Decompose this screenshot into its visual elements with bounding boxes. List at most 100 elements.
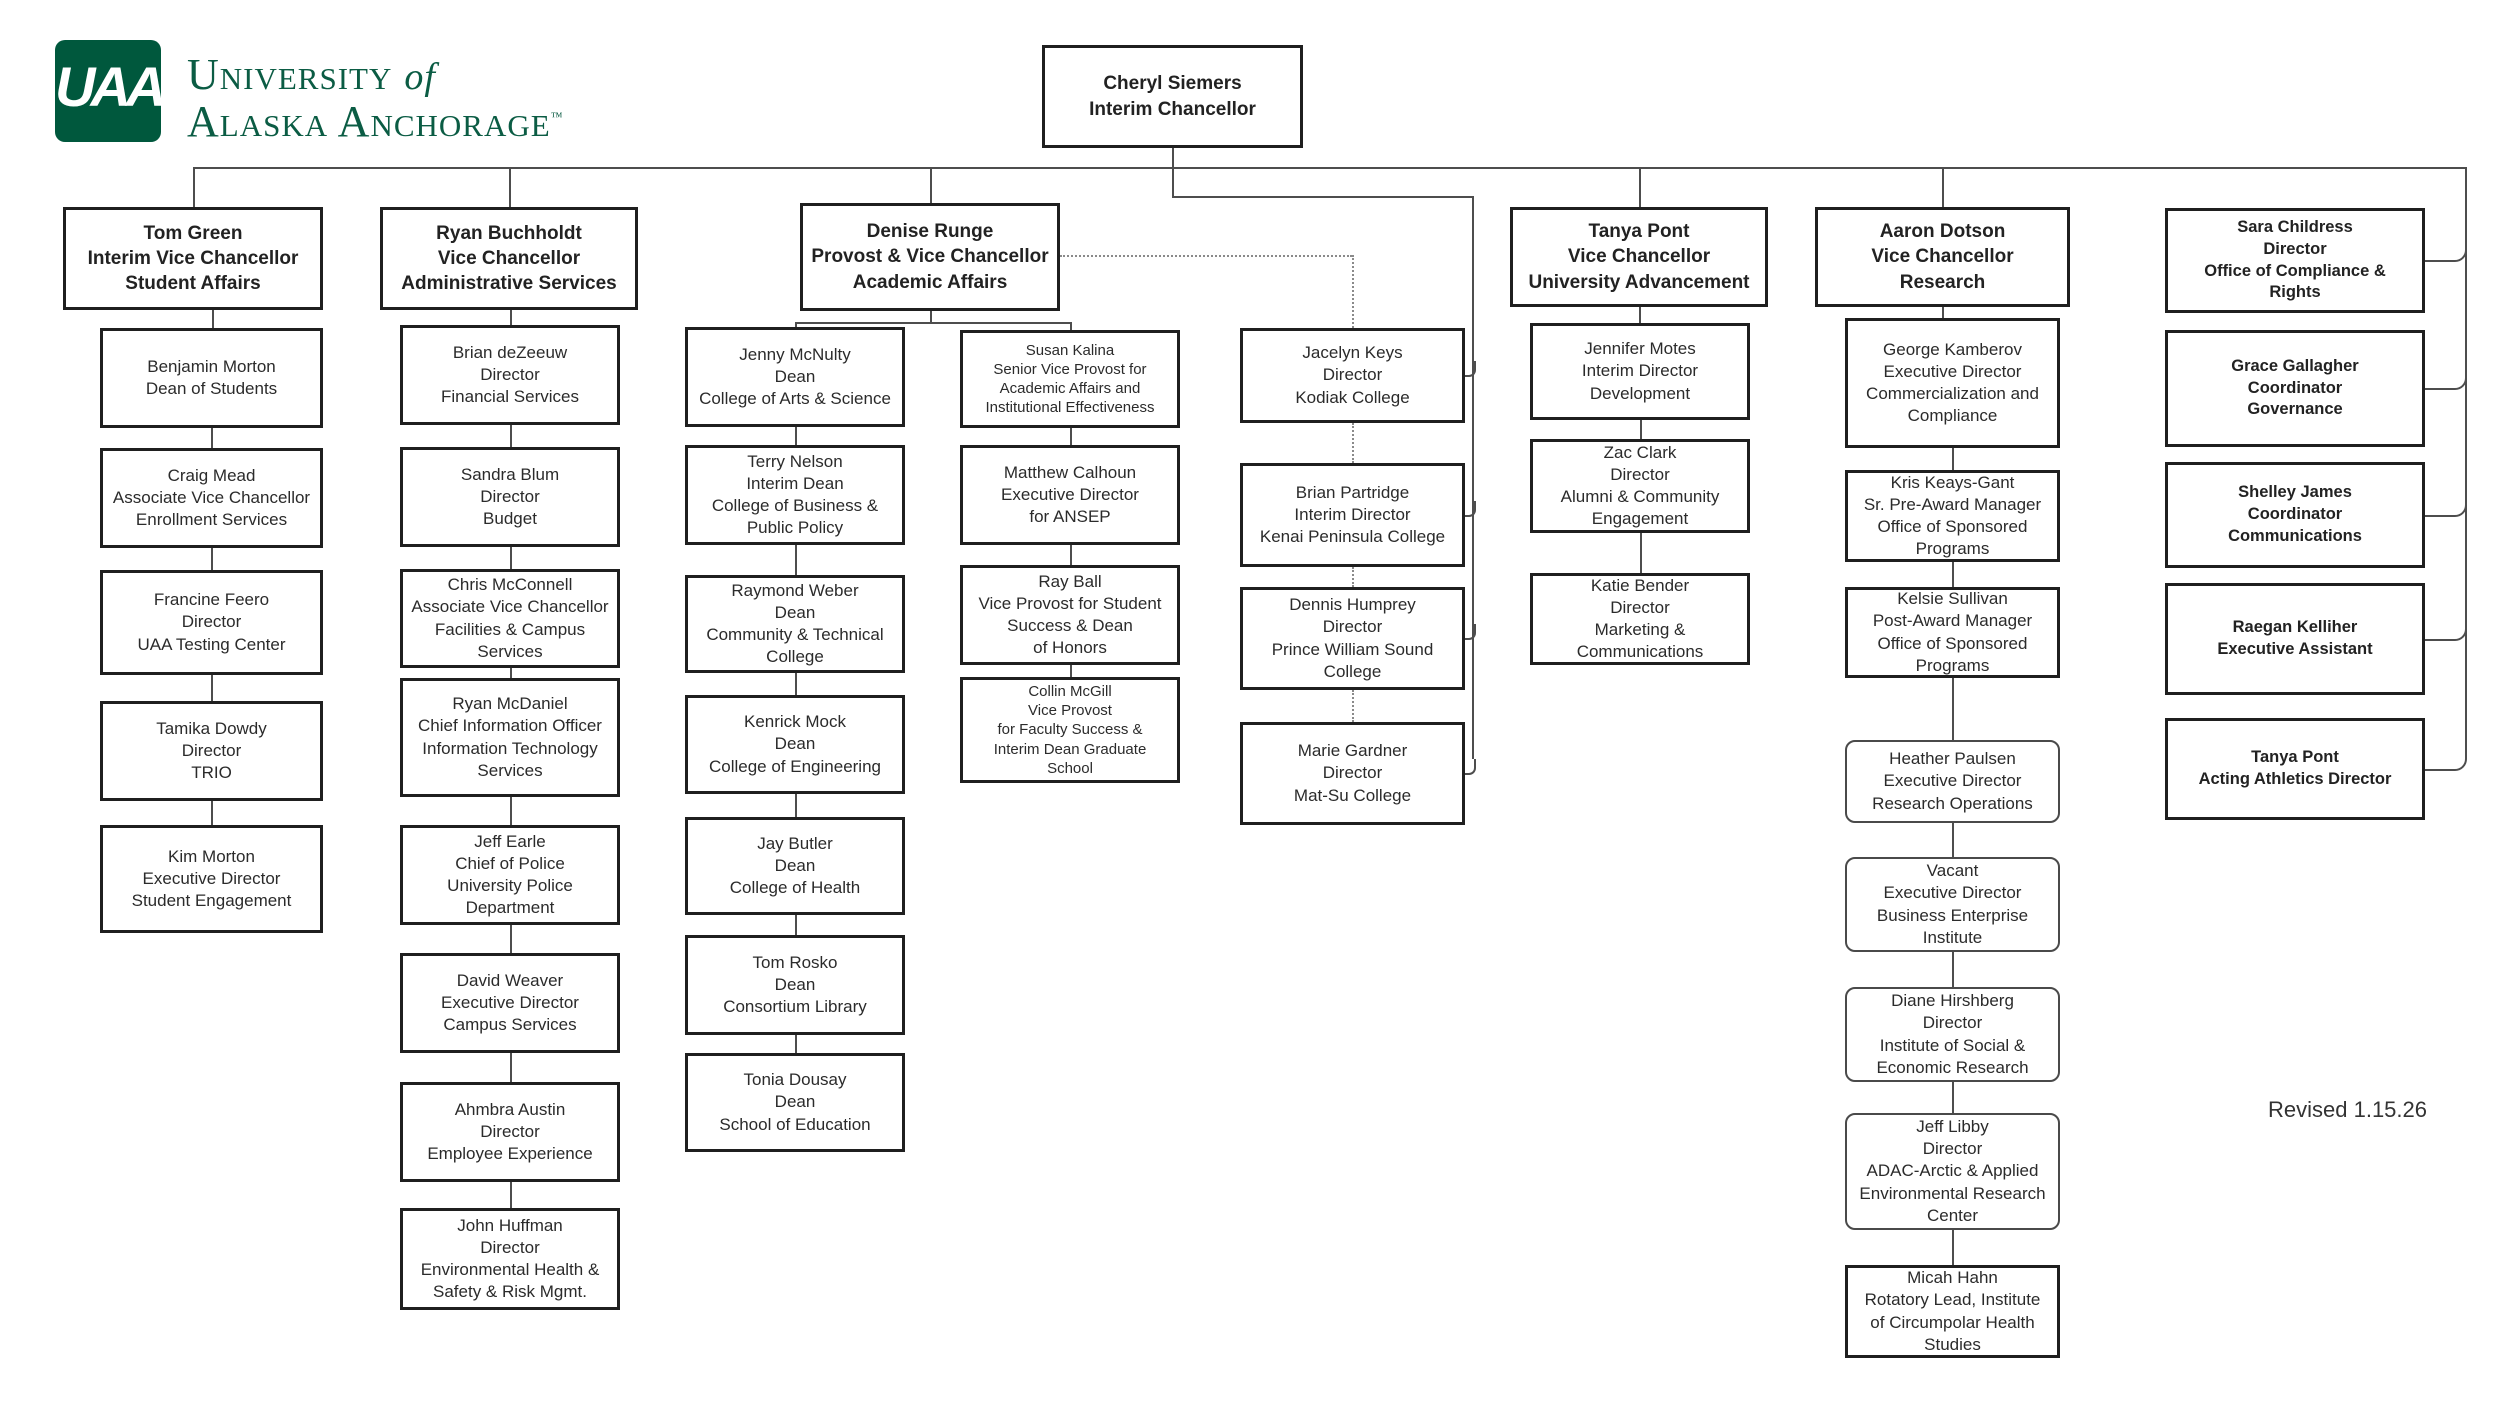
org-box-line: Coordinator <box>2247 505 2343 524</box>
org-box-line: Tanya Pont <box>1588 221 1690 243</box>
org-box-line: Kelsie Sullivan <box>1897 589 2008 609</box>
connector-elbow <box>2425 244 2467 262</box>
org-box-line: Director <box>1322 617 1383 637</box>
org-box-line: Kenai Peninsula College <box>1259 527 1446 547</box>
connector-elbow <box>1465 759 1476 775</box>
org-box-line: Executive Director <box>142 868 281 888</box>
org-box-line: Senior Vice Provost for <box>993 360 1147 378</box>
connector-vertical <box>795 794 797 817</box>
org-box-line: Dean <box>774 855 816 875</box>
connector-horizontal-dotted <box>1060 255 1352 257</box>
org-box-line: Executive Director <box>1001 484 1139 504</box>
org-box-line: Dean <box>774 734 816 754</box>
org-box-line: Chief of Police <box>455 853 565 873</box>
org-box-line: UAA Testing Center <box>137 634 286 654</box>
org-box-line: Jay Butler <box>757 833 833 853</box>
org-box-line: Engagement <box>1591 509 1689 529</box>
org-box-line: Economic Research <box>1876 1057 2029 1077</box>
uaa-wordmark-line1: University of <box>187 50 436 99</box>
org-box-line: Director <box>1610 464 1670 484</box>
org-box-line: School of Education <box>719 1114 871 1134</box>
org-box-line: Dean of Students <box>145 379 278 398</box>
org-box-line: Alumni & Community <box>1560 487 1720 506</box>
org-box-line: Director <box>480 486 540 506</box>
org-box-line: for Faculty Success & <box>997 721 1143 739</box>
org-box-line: Director <box>1322 365 1383 385</box>
org-box-line: TRIO <box>191 763 232 783</box>
org-box-line: Director <box>1610 597 1670 617</box>
connector-vertical <box>795 545 797 575</box>
org-box-line: Matthew Calhoun <box>1003 462 1137 482</box>
org-box-line: Rotatory Lead, Institute <box>1864 1290 2041 1310</box>
connector-vertical-dotted <box>1352 255 1354 328</box>
connector-vertical <box>795 673 797 695</box>
org-box-line: Campus Services <box>443 1015 577 1035</box>
org-box-line: Vacant <box>1926 861 1979 881</box>
org-box-line: Community & Technical <box>706 625 884 644</box>
connector-vertical <box>510 547 512 569</box>
org-box-line: Department <box>465 898 555 918</box>
org-box-line: for ANSEP <box>1029 507 1111 527</box>
org-box-line: Rights <box>2269 283 2321 302</box>
org-box-line: Sara Childress <box>2237 217 2353 236</box>
org-box-line: Development <box>1589 383 1691 403</box>
org-box-line: Vice Chancellor <box>1871 246 2014 268</box>
org-box-line: Craig Mead <box>167 465 256 485</box>
org-box-line: Center <box>1926 1205 1979 1225</box>
connector-elbow <box>1465 501 1476 517</box>
org-box-line: Director <box>1922 1013 1983 1033</box>
org-box-line: Dean <box>774 366 816 386</box>
org-box-line: Tanya Pont <box>2251 748 2339 767</box>
org-box-line: ADAC-Arctic & Applied <box>1866 1161 2039 1181</box>
org-box-line: Kodiak College <box>1295 387 1410 407</box>
connector-vertical <box>1942 307 1944 318</box>
org-box-line: Ryan McDaniel <box>452 694 568 714</box>
connector-vertical <box>1070 428 1072 445</box>
org-box-line: Facilities & Campus <box>434 619 586 639</box>
org-box-line: Vice Provost for Student <box>978 593 1162 613</box>
org-box-line: Environmental Health & <box>420 1260 600 1279</box>
org-box-line: Raegan Kelliher <box>2232 618 2358 637</box>
org-box-line: Vice Provost <box>1028 702 1112 720</box>
uaa-logo-tile: UAA <box>55 40 161 142</box>
connector-vertical <box>930 167 932 207</box>
org-box-line: Benjamin Morton <box>147 356 276 376</box>
connector-vertical-dotted <box>1352 567 1354 587</box>
org-box-line: Governance <box>2247 400 2343 419</box>
connector-elbow <box>1465 361 1476 377</box>
org-box-line: Ryan Buchholdt <box>436 222 582 244</box>
org-box-line: Interim Chancellor <box>1089 98 1256 120</box>
org-box-line: Director <box>480 364 540 384</box>
connector-vertical <box>211 428 213 448</box>
org-box-line: College <box>766 647 824 667</box>
org-box-line: Interim Director <box>1581 361 1699 381</box>
org-box-line: Programs <box>1915 655 1990 675</box>
org-box-line: College of Business & <box>711 496 879 515</box>
org-box-line: Academic Affairs <box>852 271 1008 293</box>
org-box-line: Dean <box>774 602 816 622</box>
connector-horizontal <box>795 322 1070 324</box>
org-box-line: Cheryl Siemers <box>1103 73 1242 95</box>
org-box-line: Office of Sponsored <box>1877 633 2028 653</box>
org-box-line: School <box>1047 759 1093 777</box>
uaa-wordmark: University of Alaska Anchorage™ <box>187 40 563 145</box>
